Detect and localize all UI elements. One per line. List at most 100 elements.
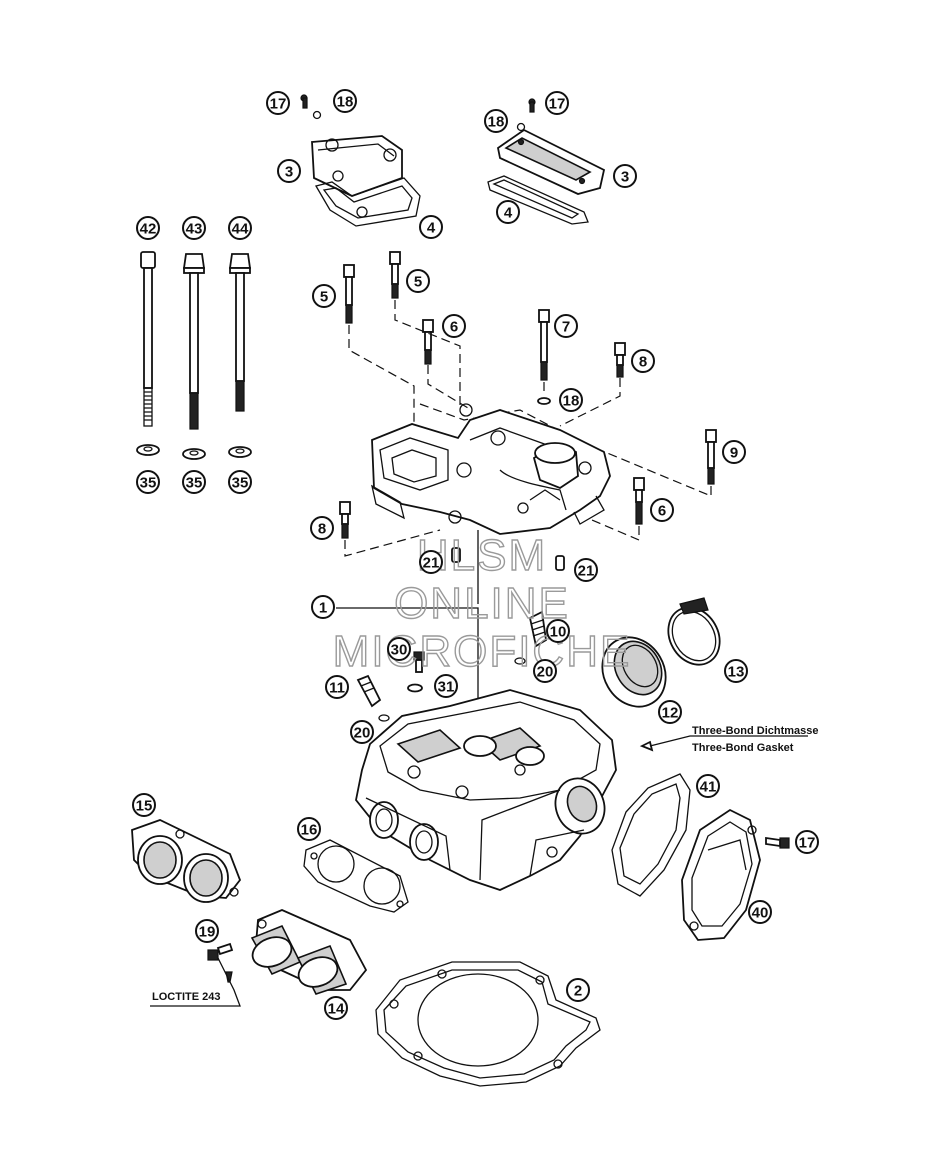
bolt-9 [705,429,717,485]
callout-19: 19 [195,919,219,943]
callout-label: 43 [186,221,203,238]
leader-1 [336,530,479,710]
callout-circle [136,216,160,240]
valve-cover-right [497,98,606,195]
callout-20: 20 [350,720,374,744]
callout-circle [434,674,458,698]
callout-circle [545,91,569,115]
callout-label: 21 [578,563,595,580]
exhaust-flange-14 [250,909,368,995]
callout-21: 21 [419,550,443,574]
head-bolt-44 [228,253,252,412]
callout-label: 17 [799,835,816,852]
dowel-21-left [451,547,461,563]
callout-label: 35 [232,475,249,492]
callout-label: 18 [337,94,354,111]
callout-label: 12 [662,705,679,722]
head-gasket-2 [375,961,601,1087]
callout-label: 17 [270,96,287,113]
valve-cover-gasket-right [487,175,589,225]
note-three-bond-de: Three-Bond Dichtmasse [692,725,819,737]
head-bolt-42 [140,251,156,427]
callout-3: 3 [277,159,301,183]
valve-cover-gasket-left [315,177,421,227]
callout-8: 8 [310,516,334,540]
callout-label: 8 [318,521,326,538]
callout-4: 4 [496,200,520,224]
callout-label: 17 [549,96,566,113]
callout-21: 21 [574,558,598,582]
callout-label: 4 [504,205,513,222]
callout-7: 7 [554,314,578,338]
note-three-bond-en: Three-Bond Gasket [692,742,794,754]
watermark: HLSM ONLINE MICROFICHE [332,530,630,676]
callout-30: 30 [387,637,411,661]
callout-circle [419,550,443,574]
callout-13: 13 [724,659,748,683]
callout-3: 3 [613,164,637,188]
valve-guide-11 [356,674,382,708]
callout-circle [442,314,466,338]
callout-circle [182,216,206,240]
callout-label: 2 [574,983,582,1000]
callout-label: 35 [140,475,157,492]
callout-circle [559,388,583,412]
callout-circle [182,470,206,494]
watermark-line-2: ONLINE [394,579,570,628]
callout-14: 14 [324,996,348,1020]
callout-6: 6 [442,314,466,338]
callout-4: 4 [419,215,443,239]
callout-circle [496,200,520,224]
callout-8: 8 [631,349,655,373]
bolt-8-a [614,342,626,378]
callout-circle [387,637,411,661]
screw-19 [150,942,241,1007]
callout-label: 8 [639,354,647,371]
callout-label: 19 [199,924,216,941]
callout-label: 4 [427,220,436,237]
bolt-7 [538,309,550,381]
washers-35 [136,444,252,460]
callout-circle [406,269,430,293]
callout-17: 17 [266,91,290,115]
callout-40: 40 [748,900,772,924]
valve-guide-10 [528,610,547,648]
callout-label: 31 [438,679,455,696]
callout-12: 12 [658,700,682,724]
callout-label: 6 [450,319,458,336]
callout-label: 11 [329,680,345,697]
callout-5: 5 [406,269,430,293]
callout-label: 41 [700,779,717,796]
callout-18: 18 [333,89,357,113]
callout-41: 41 [696,774,720,798]
side-cover-40 [681,808,761,941]
callout-18: 18 [484,109,508,133]
head-bolt-43 [182,253,206,430]
intake-rubber-12 [601,636,667,708]
callout-17: 17 [795,830,819,854]
callout-circle [722,440,746,464]
callout-31: 31 [434,674,458,698]
callout-circle [631,349,655,373]
callout-42: 42 [136,216,160,240]
callout-label: 16 [301,822,318,839]
callout-16: 16 [297,817,321,841]
bolt-6-b [633,477,645,525]
callout-circle [546,619,570,643]
callout-44: 44 [228,216,252,240]
callout-circle [266,91,290,115]
callout-circle [136,470,160,494]
callout-label: 35 [186,475,203,492]
callout-label: 20 [537,664,554,681]
callout-15: 15 [132,793,156,817]
callout-circle [277,159,301,183]
callout-label: 18 [563,393,580,410]
callout-label: 9 [730,445,738,462]
bolt-5-b [389,251,401,299]
callout-circle [533,659,557,683]
callout-label: 21 [423,555,440,572]
callout-label: 15 [136,798,153,815]
callout-circle [132,793,156,817]
callout-5: 5 [312,284,336,308]
